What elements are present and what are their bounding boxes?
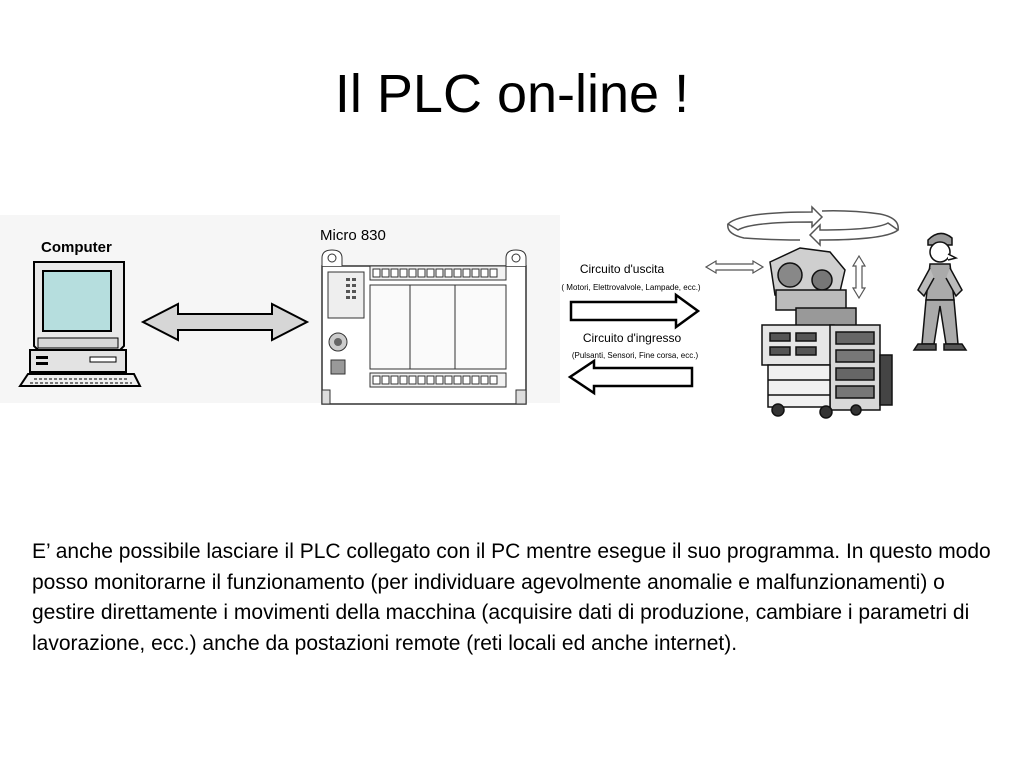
output-circuit-detail: ( Motori, Elettrovalvole, Lampade, ecc.): [561, 283, 701, 292]
computer-label: Computer: [41, 239, 112, 256]
machine-icon: [761, 247, 893, 419]
output-arrow: [569, 292, 701, 330]
slide-title: Il PLC on-line !: [334, 64, 690, 124]
plc-online-diagram: Computer Micro 830: [18, 205, 968, 419]
input-circuit-title: Circuito d'ingresso: [583, 331, 682, 345]
input-circuit: Circuito d'ingresso (Pulsanti, Sensori, …: [567, 331, 699, 396]
worker-icon: [912, 232, 968, 351]
input-circuit-detail: (Pulsanti, Sensori, Fine corsa, ecc.): [572, 351, 699, 360]
plc-micro830-icon: Micro 830: [320, 227, 527, 405]
output-circuit-title: Circuito d'uscita: [580, 262, 665, 276]
pc-plc-double-arrow: [140, 302, 310, 342]
slide-description: E’ anche possibile lasciare il PLC colle…: [32, 540, 991, 655]
computer-icon: Computer: [18, 239, 142, 387]
plc-label: Micro 830: [320, 227, 386, 244]
vertical-motion-arrow-icon: [851, 254, 867, 300]
horizontal-motion-arrow-icon: [704, 259, 765, 275]
output-circuit: Circuito d'uscita ( Motori, Elettrovalvo…: [561, 262, 701, 330]
rotation-arrows-icon: [726, 205, 900, 247]
input-arrow: [567, 358, 694, 396]
